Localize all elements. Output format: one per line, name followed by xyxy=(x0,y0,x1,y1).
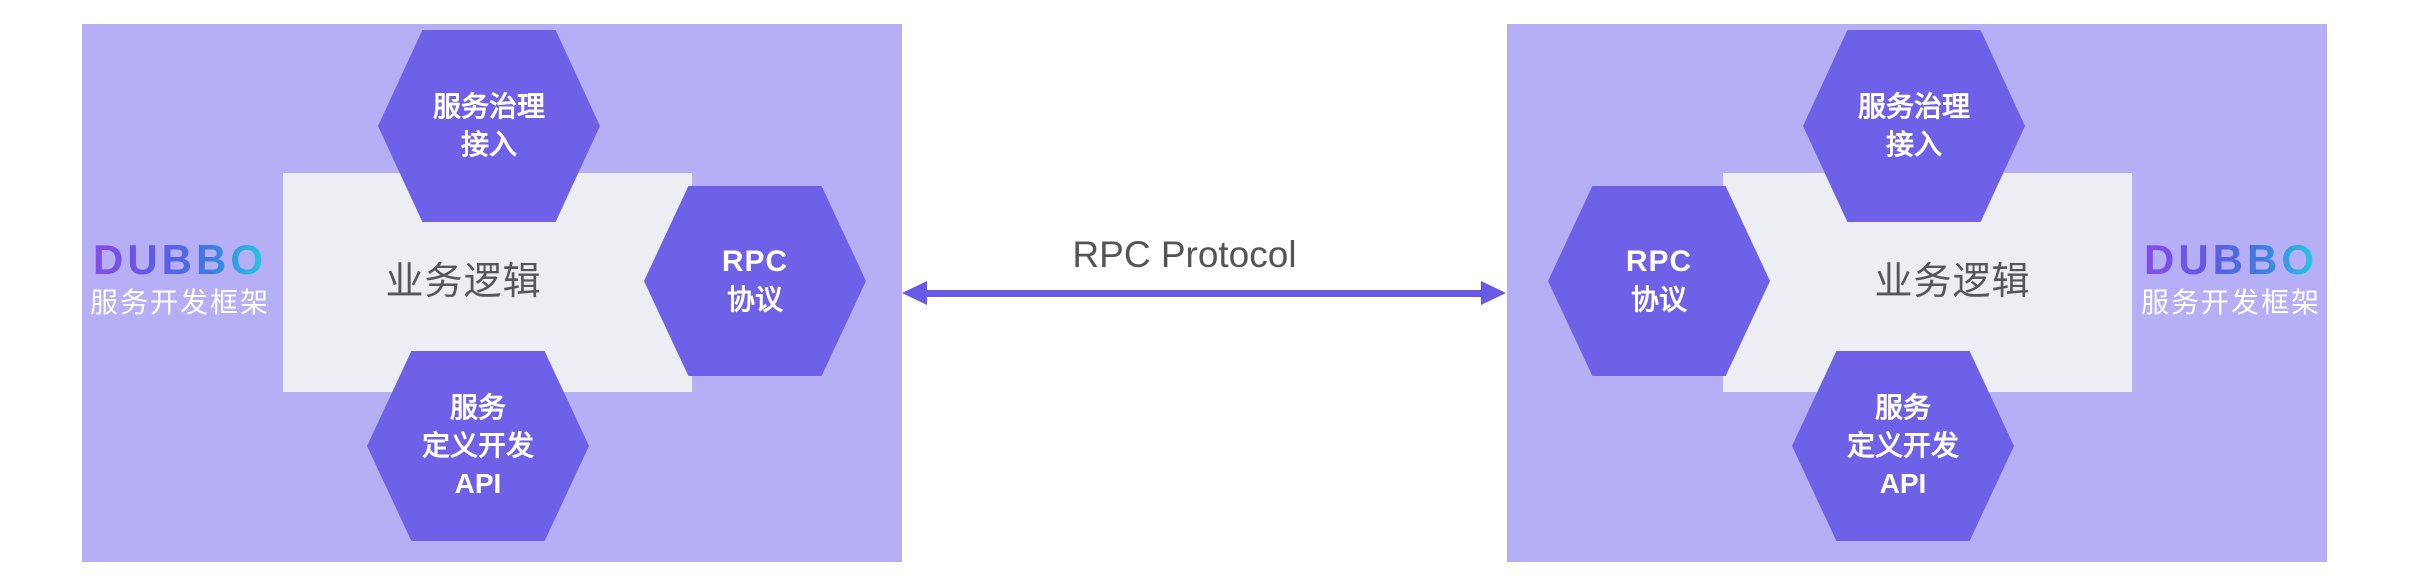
dubbo-logo-subtitle: 服务开发框架 xyxy=(2140,287,2321,318)
hexagon-rpc-line1: RPC xyxy=(721,245,789,278)
hexagon-service-governance: 服务治理 接入 xyxy=(378,30,600,222)
rpc-arrow-line xyxy=(922,290,1494,297)
hexagon-api-line3: API xyxy=(1879,468,1927,499)
hexagon-rpc-line1: RPC xyxy=(1625,245,1693,278)
hexagon-api-line1: 服务 xyxy=(449,392,506,423)
rpc-arrowhead-left xyxy=(902,281,927,305)
framework-box-left: 服务治理 接入 服务 定义开发 API RPC 协议 业务逻辑 DUBBO 服务… xyxy=(82,24,902,562)
hexagon-rpc-protocol: RPC 协议 xyxy=(1548,186,1770,376)
dubbo-logo: DUBBO 服务开发框架 xyxy=(2139,238,2323,318)
hexagon-api-line1: 服务 xyxy=(1874,392,1931,423)
hexagon-rpc-protocol: RPC 协议 xyxy=(644,186,866,376)
hexagon-governance-line1: 服务治理 xyxy=(1857,91,1970,122)
rpc-arrowhead-right xyxy=(1481,281,1506,305)
hexagon-governance-line2: 接入 xyxy=(460,129,517,160)
hexagon-service-definition-api: 服务 定义开发 API xyxy=(1792,351,2014,541)
business-logic-label: 业务逻辑 xyxy=(1874,261,2031,303)
hexagon-governance-line1: 服务治理 xyxy=(432,91,545,122)
hexagon-rpc-line2: 协议 xyxy=(1630,284,1687,315)
hexagon-rpc-line2: 协议 xyxy=(726,284,783,315)
hexagon-governance-line2: 接入 xyxy=(1885,129,1942,160)
dubbo-logo-wordmark: DUBBO xyxy=(2139,238,2323,282)
hexagon-api-line3: API xyxy=(454,468,502,499)
dubbo-logo: DUBBO 服务开发框架 xyxy=(88,238,272,318)
hexagon-service-governance: 服务治理 接入 xyxy=(1803,30,2025,222)
hexagon-api-line2: 定义开发 xyxy=(421,430,534,461)
rpc-protocol-label: RPC Protocol xyxy=(1072,234,1297,275)
business-logic-label: 业务逻辑 xyxy=(385,261,542,303)
hexagon-service-definition-api: 服务 定义开发 API xyxy=(367,351,589,541)
framework-box-right: 服务治理 接入 服务 定义开发 API RPC 协议 业务逻辑 DUBBO 服务… xyxy=(1507,24,2327,562)
hexagon-api-line2: 定义开发 xyxy=(1846,430,1959,461)
dubbo-logo-wordmark: DUBBO xyxy=(88,238,272,282)
dubbo-logo-subtitle: 服务开发框架 xyxy=(89,287,270,318)
